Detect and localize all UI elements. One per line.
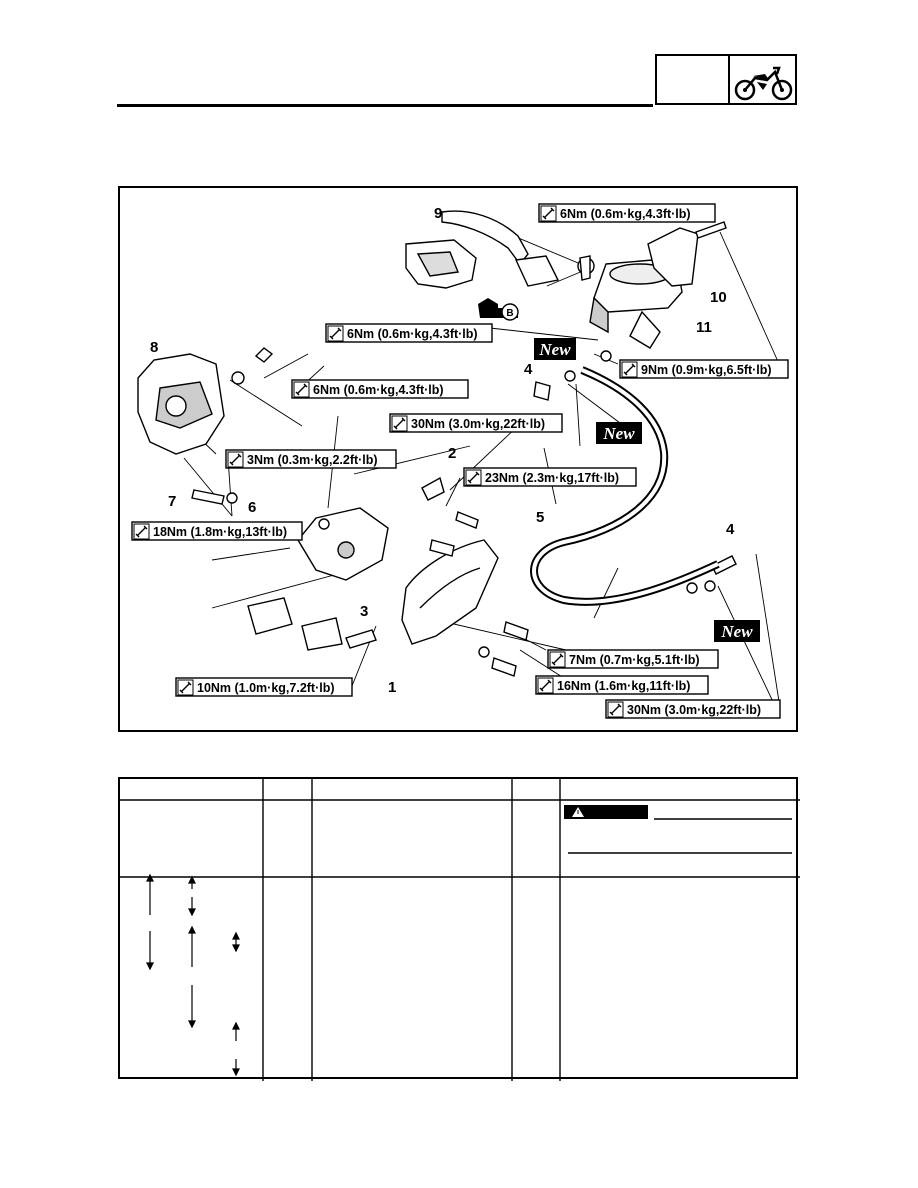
callout-number: 10 <box>710 289 727 306</box>
torque-value: 6Nm (0.6m·kg,4.3ft·lb) <box>347 327 478 341</box>
callout-number: 1 <box>388 679 396 696</box>
torque-value: 18Nm (1.8m·kg,13ft·lb) <box>153 525 287 539</box>
sequence-arrows <box>146 873 240 1077</box>
part-sketches <box>137 210 737 677</box>
table-grid <box>120 779 800 1081</box>
new-badge: New <box>534 338 576 360</box>
exploded-diagram: B New New New 6Nm (0.6m·kg,4.3ft·lb) 6Nm… <box>118 186 798 732</box>
torque-value: 23Nm (2.3m·kg,17ft·lb) <box>485 471 619 485</box>
torque-label: 6Nm (0.6m·kg,4.3ft·lb) <box>291 379 469 399</box>
torque-value: 16Nm (1.6m·kg,11ft·lb) <box>557 679 690 693</box>
chapter-tab <box>655 54 797 105</box>
callout-number: 7 <box>168 493 176 510</box>
callout-number: 11 <box>696 319 712 336</box>
callout-number: 5 <box>536 509 544 526</box>
grease-bubble-label: B <box>506 308 513 319</box>
callout-number: 2 <box>448 445 456 462</box>
header-rule <box>117 104 653 107</box>
new-badge: New <box>596 422 642 444</box>
new-badge: New <box>714 620 760 642</box>
torque-value: 6Nm (0.6m·kg,4.3ft·lb) <box>560 207 691 221</box>
new-badge-label: New <box>720 622 753 641</box>
torque-label: 10Nm (1.0m·kg,7.2ft·lb) <box>175 677 353 697</box>
torque-value: 10Nm (1.0m·kg,7.2ft·lb) <box>197 681 335 695</box>
torque-value: 9Nm (0.9m·kg,6.5ft·lb) <box>641 363 772 377</box>
motorcycle-icon <box>734 66 793 101</box>
new-badge-label: New <box>538 340 571 359</box>
torque-label: 16Nm (1.6m·kg,11ft·lb) <box>535 675 709 695</box>
torque-label: 6Nm (0.6m·kg,4.3ft·lb) <box>325 323 493 343</box>
callout-number: 9 <box>434 205 442 222</box>
torque-value: 6Nm (0.6m·kg,4.3ft·lb) <box>313 383 444 397</box>
callout-number: 4 <box>726 521 735 538</box>
torque-label: 30Nm (3.0m·kg,22ft·lb) <box>605 699 781 719</box>
torque-label: 30Nm (3.0m·kg,22ft·lb) <box>389 413 563 433</box>
torque-label: 3Nm (0.3m·kg,2.2ft·lb) <box>225 449 397 469</box>
torque-value: 3Nm (0.3m·kg,2.2ft·lb) <box>247 453 378 467</box>
callout-number: 6 <box>248 499 256 516</box>
torque-label: 6Nm (0.6m·kg,4.3ft·lb) <box>538 203 716 223</box>
torque-label: 18Nm (1.8m·kg,13ft·lb) <box>131 521 303 541</box>
chapter-tab-divider <box>728 56 730 103</box>
torque-value: 30Nm (3.0m·kg,22ft·lb) <box>411 417 545 431</box>
torque-label: 9Nm (0.9m·kg,6.5ft·lb) <box>619 359 789 379</box>
new-badge-label: New <box>602 424 635 443</box>
warning-triangle-icon <box>564 805 648 819</box>
callout-number: 4 <box>524 361 533 378</box>
torque-value: 7Nm (0.7m·kg,5.1ft·lb) <box>569 653 700 667</box>
torque-label: 7Nm (0.7m·kg,5.1ft·lb) <box>547 649 719 669</box>
torque-label: 23Nm (2.3m·kg,17ft·lb) <box>463 467 637 487</box>
procedure-table <box>118 777 800 1081</box>
callout-number: 3 <box>360 603 368 620</box>
brake-hose-core <box>532 368 719 604</box>
callout-number: 8 <box>150 339 158 356</box>
grease-marker: B <box>478 298 519 321</box>
torque-value: 30Nm (3.0m·kg,22ft·lb) <box>627 703 761 717</box>
